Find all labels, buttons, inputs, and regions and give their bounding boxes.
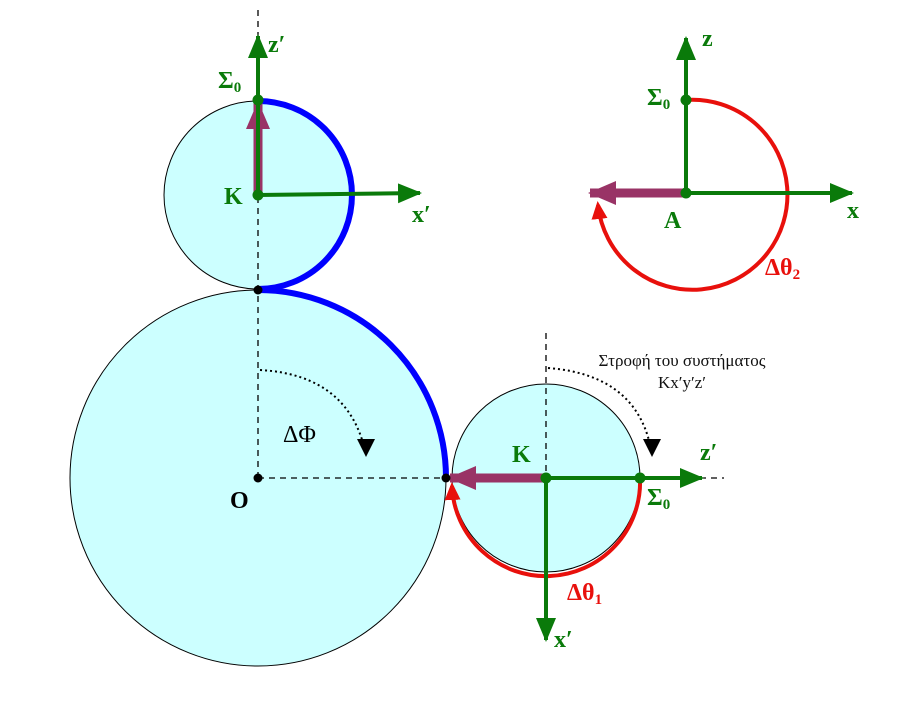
- contact-point-top: [253, 285, 263, 295]
- rotation-arc-dtheta1: [444, 477, 643, 579]
- label-dtheta2: Δθ2: [765, 255, 800, 283]
- label-dtheta1: Δθ1: [567, 580, 602, 608]
- label-top-K: K: [224, 184, 243, 210]
- label-right-sigma: Σ0: [647, 485, 670, 513]
- label-A-x: x: [847, 198, 859, 224]
- frame-rotation-note-line2: Kx′y′z′: [658, 373, 706, 392]
- label-O: O: [230, 488, 249, 514]
- point-sigma0-top: [252, 94, 264, 106]
- point-K-right: [540, 472, 552, 484]
- dphi-arc-arrow: [259, 369, 375, 457]
- point-O: [253, 473, 263, 483]
- point-sigma0-right: [634, 472, 646, 484]
- label-top-sigma: Σ0: [218, 68, 241, 96]
- frame-rotation-arc-arrow: [547, 367, 661, 457]
- contact-path-fixed-disk: [257, 287, 449, 479]
- contact-point-right: [441, 473, 451, 483]
- point-A: [680, 187, 692, 199]
- label-right-x: x′: [554, 627, 573, 653]
- frame-rotation-note-line1: Στροφή του συστήματος: [599, 351, 766, 370]
- label-right-z: z′: [700, 440, 717, 466]
- rotation-arc-dtheta2: [591, 97, 790, 292]
- point-K-top: [252, 189, 264, 201]
- label-top-x: x′: [412, 202, 431, 228]
- label-top-z: z′: [268, 32, 285, 58]
- label-A-sigma: Σ0: [647, 85, 670, 113]
- label-right-K: K: [512, 442, 531, 468]
- label-A: A: [664, 208, 682, 234]
- point-sigma0-A: [680, 94, 692, 106]
- axes: [248, 34, 854, 642]
- label-dphi: ΔΦ: [283, 422, 316, 448]
- label-A-z: z: [702, 26, 713, 52]
